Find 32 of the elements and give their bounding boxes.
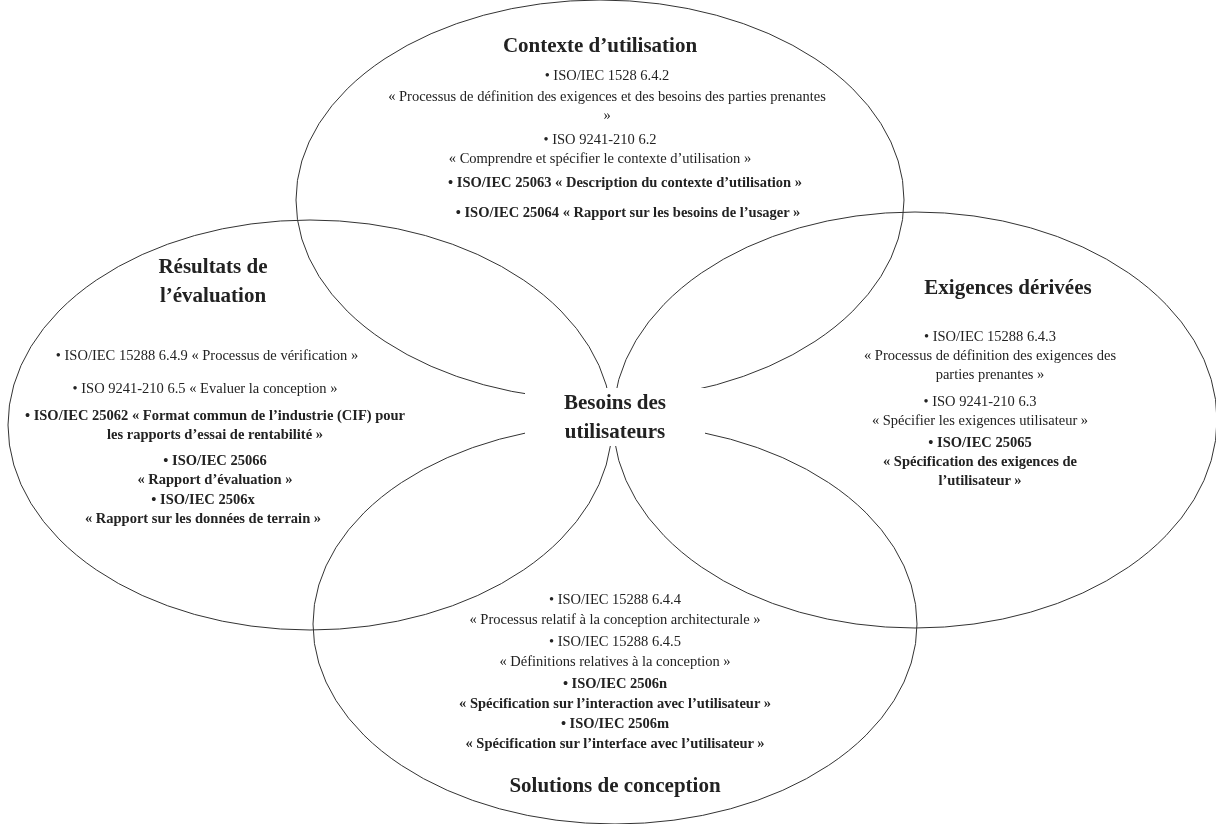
standard-reference: • ISO/IEC 25065	[927, 433, 1033, 452]
standard-reference: « Spécification sur l’interaction avec l’utilisateur »	[458, 694, 772, 713]
standard-reference: « Processus de définition des exigences des parties prenantes »	[862, 346, 1118, 384]
standard-reference: • ISO 9241-210 6.3	[922, 392, 1038, 411]
standard-reference: • ISO/IEC 2506m	[559, 714, 671, 733]
center-label: Besoins des utilisateurs	[525, 388, 705, 446]
standard-reference: • ISO/IEC 25063 « Description du contexte d’utilisation »	[447, 173, 803, 192]
standard-reference: • ISO/IEC 15288 6.4.5	[548, 632, 682, 651]
standard-reference: « Spécification des exigences de l’utilisateur »	[881, 452, 1079, 490]
standard-reference: « Spécifier les exigences utilisateur »	[870, 411, 1090, 430]
standard-reference: « Processus relatif à la conception architecturale »	[468, 610, 762, 629]
standard-reference: • ISO/IEC 25064 « Rapport sur les besoins de l’usager »	[454, 203, 802, 222]
standard-reference: • ISO 9241-210 6.2	[542, 130, 658, 149]
region-heading: Exigences dérivées	[923, 274, 1093, 301]
standard-reference: • ISO/IEC 1528 6.4.2	[543, 66, 671, 85]
standard-reference: • ISO/IEC 2506x	[150, 490, 256, 509]
region-heading: Solutions de conception	[508, 772, 722, 799]
region-heading: Contexte d’utilisation	[501, 32, 699, 59]
standard-reference: • ISO/IEC 15288 6.4.4	[548, 590, 682, 609]
standard-reference: « Rapport sur les données de terrain »	[83, 509, 323, 528]
standard-reference: « Définitions relatives à la conception »	[498, 652, 732, 671]
standard-reference: • ISO/IEC 15288 6.4.3	[923, 327, 1057, 346]
standard-reference: • ISO/IEC 2506n	[561, 674, 669, 693]
standard-reference: « Rapport d’évaluation »	[136, 470, 294, 489]
standard-reference: • ISO/IEC 25062 « Format commun de l’industrie (CIF) pour les rapports d’essai de rentabilité »	[23, 406, 407, 444]
standard-reference: « Comprendre et spécifier le contexte d’utilisation »	[447, 149, 753, 168]
region-heading: Résultats de l’évaluation	[157, 253, 269, 309]
standard-reference: « Spécification sur l’interface avec l’utilisateur »	[464, 734, 766, 753]
standard-reference: « Processus de définition des exigences et des besoins des parties prenantes »	[387, 87, 827, 125]
standard-reference: • ISO/IEC 25066	[162, 451, 268, 470]
standard-reference: • ISO/IEC 15288 6.4.9 « Processus de vérification »	[54, 346, 360, 365]
standard-reference: • ISO 9241-210 6.5 « Evaluer la conception »	[71, 379, 339, 398]
